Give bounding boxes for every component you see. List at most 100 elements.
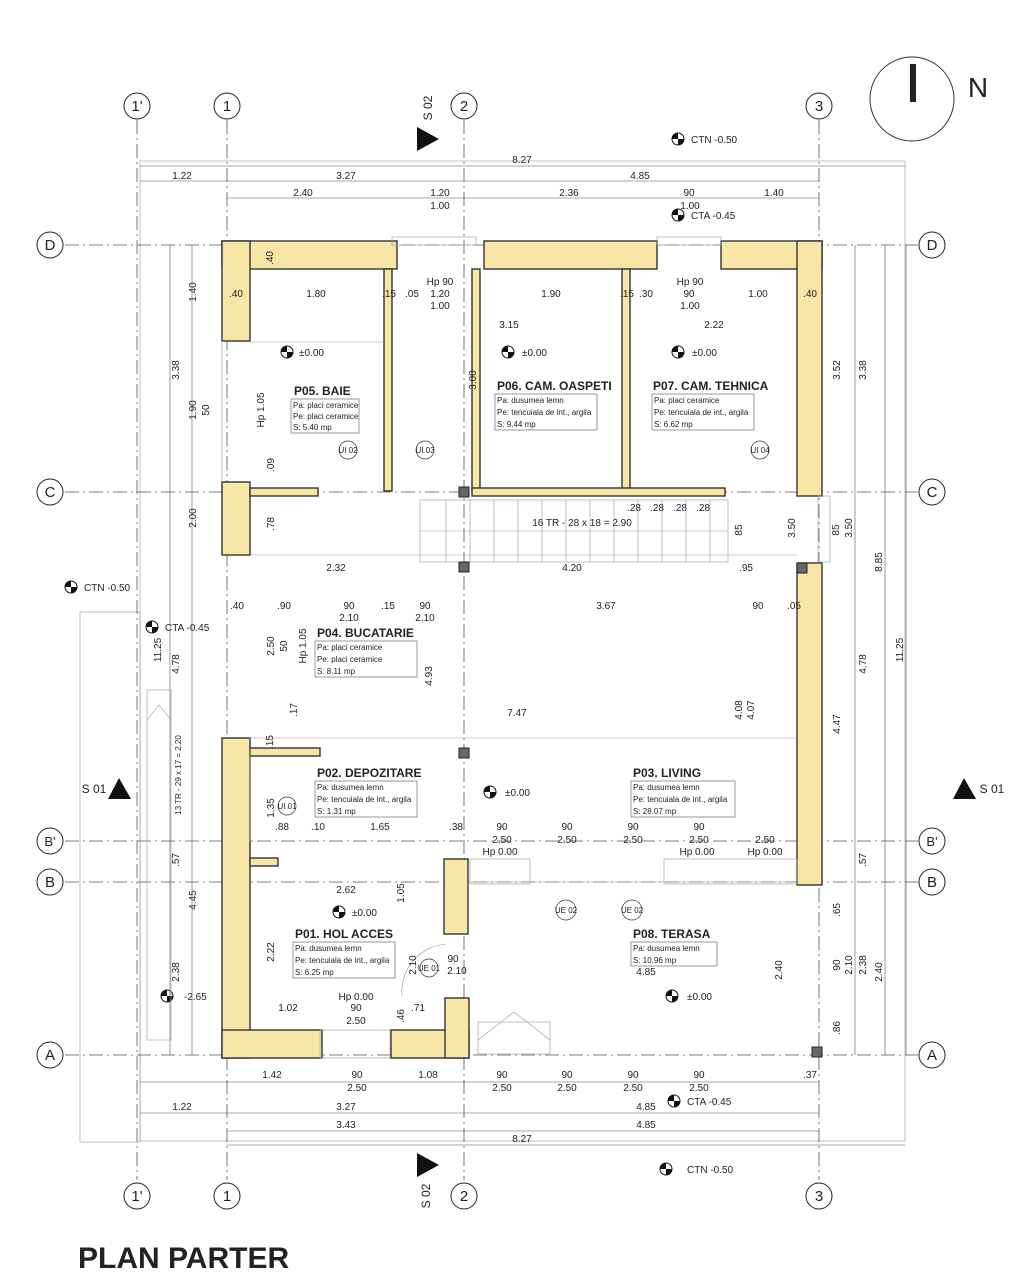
svg-text:Pa: placi ceramice: Pa: placi ceramice: [293, 401, 359, 410]
svg-text:4.85: 4.85: [636, 967, 656, 978]
svg-text:8.27: 8.27: [512, 155, 532, 166]
svg-text:P08. TERASA: P08. TERASA: [633, 927, 711, 941]
svg-text:1.22: 1.22: [172, 1102, 192, 1113]
svg-text:.15: .15: [620, 289, 634, 300]
svg-text:.88: .88: [275, 822, 289, 833]
svg-text:2.50: 2.50: [347, 1083, 367, 1094]
svg-text:4.78: 4.78: [171, 654, 182, 674]
svg-text:2.38: 2.38: [171, 962, 182, 982]
svg-text:Hp 90: Hp 90: [677, 277, 704, 288]
svg-text:Pe: tencuiala de int., argila: Pe: tencuiala de int., argila: [317, 795, 412, 804]
svg-text:90: 90: [350, 1003, 362, 1014]
room-tag-baie: P05. BAIE Pa: placi ceramice Pe: placi c…: [290, 384, 360, 434]
svg-text:1.42: 1.42: [262, 1070, 282, 1081]
north-arrow: N: [869, 56, 988, 142]
columns: [458, 486, 823, 1058]
svg-text:±0.00: ±0.00: [692, 348, 717, 359]
svg-text:2.10: 2.10: [844, 955, 855, 975]
room-tag-cam-tehnica: P07. CAM. TEHNICA Pa: placi ceramice Pe:…: [651, 379, 769, 431]
svg-text:S: 10.96 mp: S: 10.96 mp: [633, 956, 677, 965]
svg-text:Hp 1.05: Hp 1.05: [298, 628, 309, 663]
svg-text:7.47: 7.47: [507, 708, 527, 719]
svg-text:P06. CAM. OASPETI: P06. CAM. OASPETI: [497, 379, 612, 393]
svg-text:.28: .28: [696, 503, 710, 514]
svg-text:90: 90: [683, 188, 695, 199]
svg-text:2.10: 2.10: [408, 955, 419, 975]
interior-dimensions: 1.80 1.90 1.00 1.20 1.00 1.00 90 .05 .15…: [171, 251, 885, 1035]
svg-text:2.22: 2.22: [266, 942, 277, 962]
svg-text:8.85: 8.85: [874, 552, 885, 572]
svg-text:1.00: 1.00: [680, 201, 700, 212]
svg-text:±0.00: ±0.00: [299, 348, 324, 359]
svg-text:2.36: 2.36: [559, 188, 579, 199]
door-tags: UI 02 UI 03 UI 04 UI 01 UE 02 UE 02 UE 0…: [277, 440, 770, 978]
svg-text:90: 90: [693, 822, 705, 833]
svg-text:2.50: 2.50: [266, 636, 277, 656]
svg-text:.95: .95: [739, 563, 753, 574]
svg-text:90: 90: [351, 1070, 363, 1081]
svg-text:Pa: placi ceramice: Pa: placi ceramice: [317, 643, 383, 652]
axis-label: A: [45, 1047, 55, 1064]
svg-text:4.78: 4.78: [858, 654, 869, 674]
svg-text:1.40: 1.40: [764, 188, 784, 199]
svg-text:1.65: 1.65: [370, 822, 390, 833]
svg-text:3.27: 3.27: [336, 171, 356, 182]
svg-text:Hp 1.05: Hp 1.05: [256, 392, 267, 427]
svg-text:CTN -0.50: CTN -0.50: [691, 135, 738, 146]
svg-text:2.50: 2.50: [492, 1083, 512, 1094]
svg-text:1.90: 1.90: [541, 289, 561, 300]
svg-text:11.25: 11.25: [895, 637, 906, 662]
svg-text:UI 03: UI 03: [415, 446, 435, 455]
svg-text:Pa: dusumea lemn: Pa: dusumea lemn: [633, 944, 700, 953]
svg-text:1.00: 1.00: [430, 301, 450, 312]
svg-text:3.52: 3.52: [832, 360, 843, 380]
axis-label: 3: [815, 98, 823, 115]
svg-text:4.20: 4.20: [562, 563, 582, 574]
section-markers: S 02 S 02 S 01 S 01: [82, 95, 1005, 1208]
svg-text:11.25: 11.25: [153, 637, 164, 662]
axis-label: B': [44, 834, 55, 849]
walls: [221, 240, 823, 1059]
svg-text:P02. DEPOZITARE: P02. DEPOZITARE: [317, 766, 421, 780]
svg-text:3.00: 3.00: [468, 370, 479, 390]
bottom-dimensions: 1.42 90 1.08 90 90 90 90 .37 2.50 2.50 2…: [172, 1070, 817, 1145]
svg-text:2.10: 2.10: [415, 613, 435, 624]
axis-label: A: [927, 1047, 937, 1064]
svg-text:.09: .09: [266, 458, 277, 472]
svg-text:.30: .30: [639, 289, 653, 300]
svg-text:90: 90: [496, 1070, 508, 1081]
svg-text:CTN -0.50: CTN -0.50: [687, 1165, 734, 1176]
svg-text:.57: .57: [858, 853, 869, 867]
svg-text:2.50: 2.50: [623, 1083, 643, 1094]
svg-text:1.20: 1.20: [430, 188, 450, 199]
grid-lines: [65, 120, 918, 1180]
svg-text:3.43: 3.43: [336, 1120, 356, 1131]
side-dimensions: 11.25 8.85 11.25: [153, 552, 906, 662]
svg-text:90: 90: [561, 1070, 573, 1081]
svg-text:±0.00: ±0.00: [505, 788, 530, 799]
svg-text:1.00: 1.00: [430, 201, 450, 212]
svg-text:2.50: 2.50: [492, 835, 512, 846]
svg-text:85: 85: [734, 524, 745, 536]
svg-text:2.40: 2.40: [774, 960, 785, 980]
exterior-stair: 13 TR - 29 x 17 = 2.20: [146, 689, 183, 1041]
svg-text:90: 90: [683, 289, 695, 300]
svg-text:S: 6.25 mp: S: 6.25 mp: [295, 968, 334, 977]
svg-text:Pe: tencuiala de int., argila: Pe: tencuiala de int., argila: [633, 795, 728, 804]
svg-text:.15: .15: [381, 601, 395, 612]
svg-text:1.05: 1.05: [396, 883, 407, 903]
svg-text:Hp 90: Hp 90: [427, 277, 454, 288]
svg-text:UE 01: UE 01: [418, 964, 441, 973]
svg-text:.86: .86: [832, 1021, 843, 1035]
svg-text:2.40: 2.40: [874, 962, 885, 982]
svg-text:UI 02: UI 02: [338, 446, 358, 455]
svg-text:1.40: 1.40: [188, 282, 199, 302]
plot-boundary-left: [79, 611, 141, 1143]
svg-text:90: 90: [343, 601, 355, 612]
svg-text:3.38: 3.38: [858, 360, 869, 380]
svg-text:S: 5.40 mp: S: 5.40 mp: [293, 423, 332, 432]
svg-text:4.07: 4.07: [746, 700, 757, 720]
svg-text:S: 9.44 mp: S: 9.44 mp: [497, 420, 536, 429]
svg-text:Pa: dusumea lemn: Pa: dusumea lemn: [317, 783, 384, 792]
